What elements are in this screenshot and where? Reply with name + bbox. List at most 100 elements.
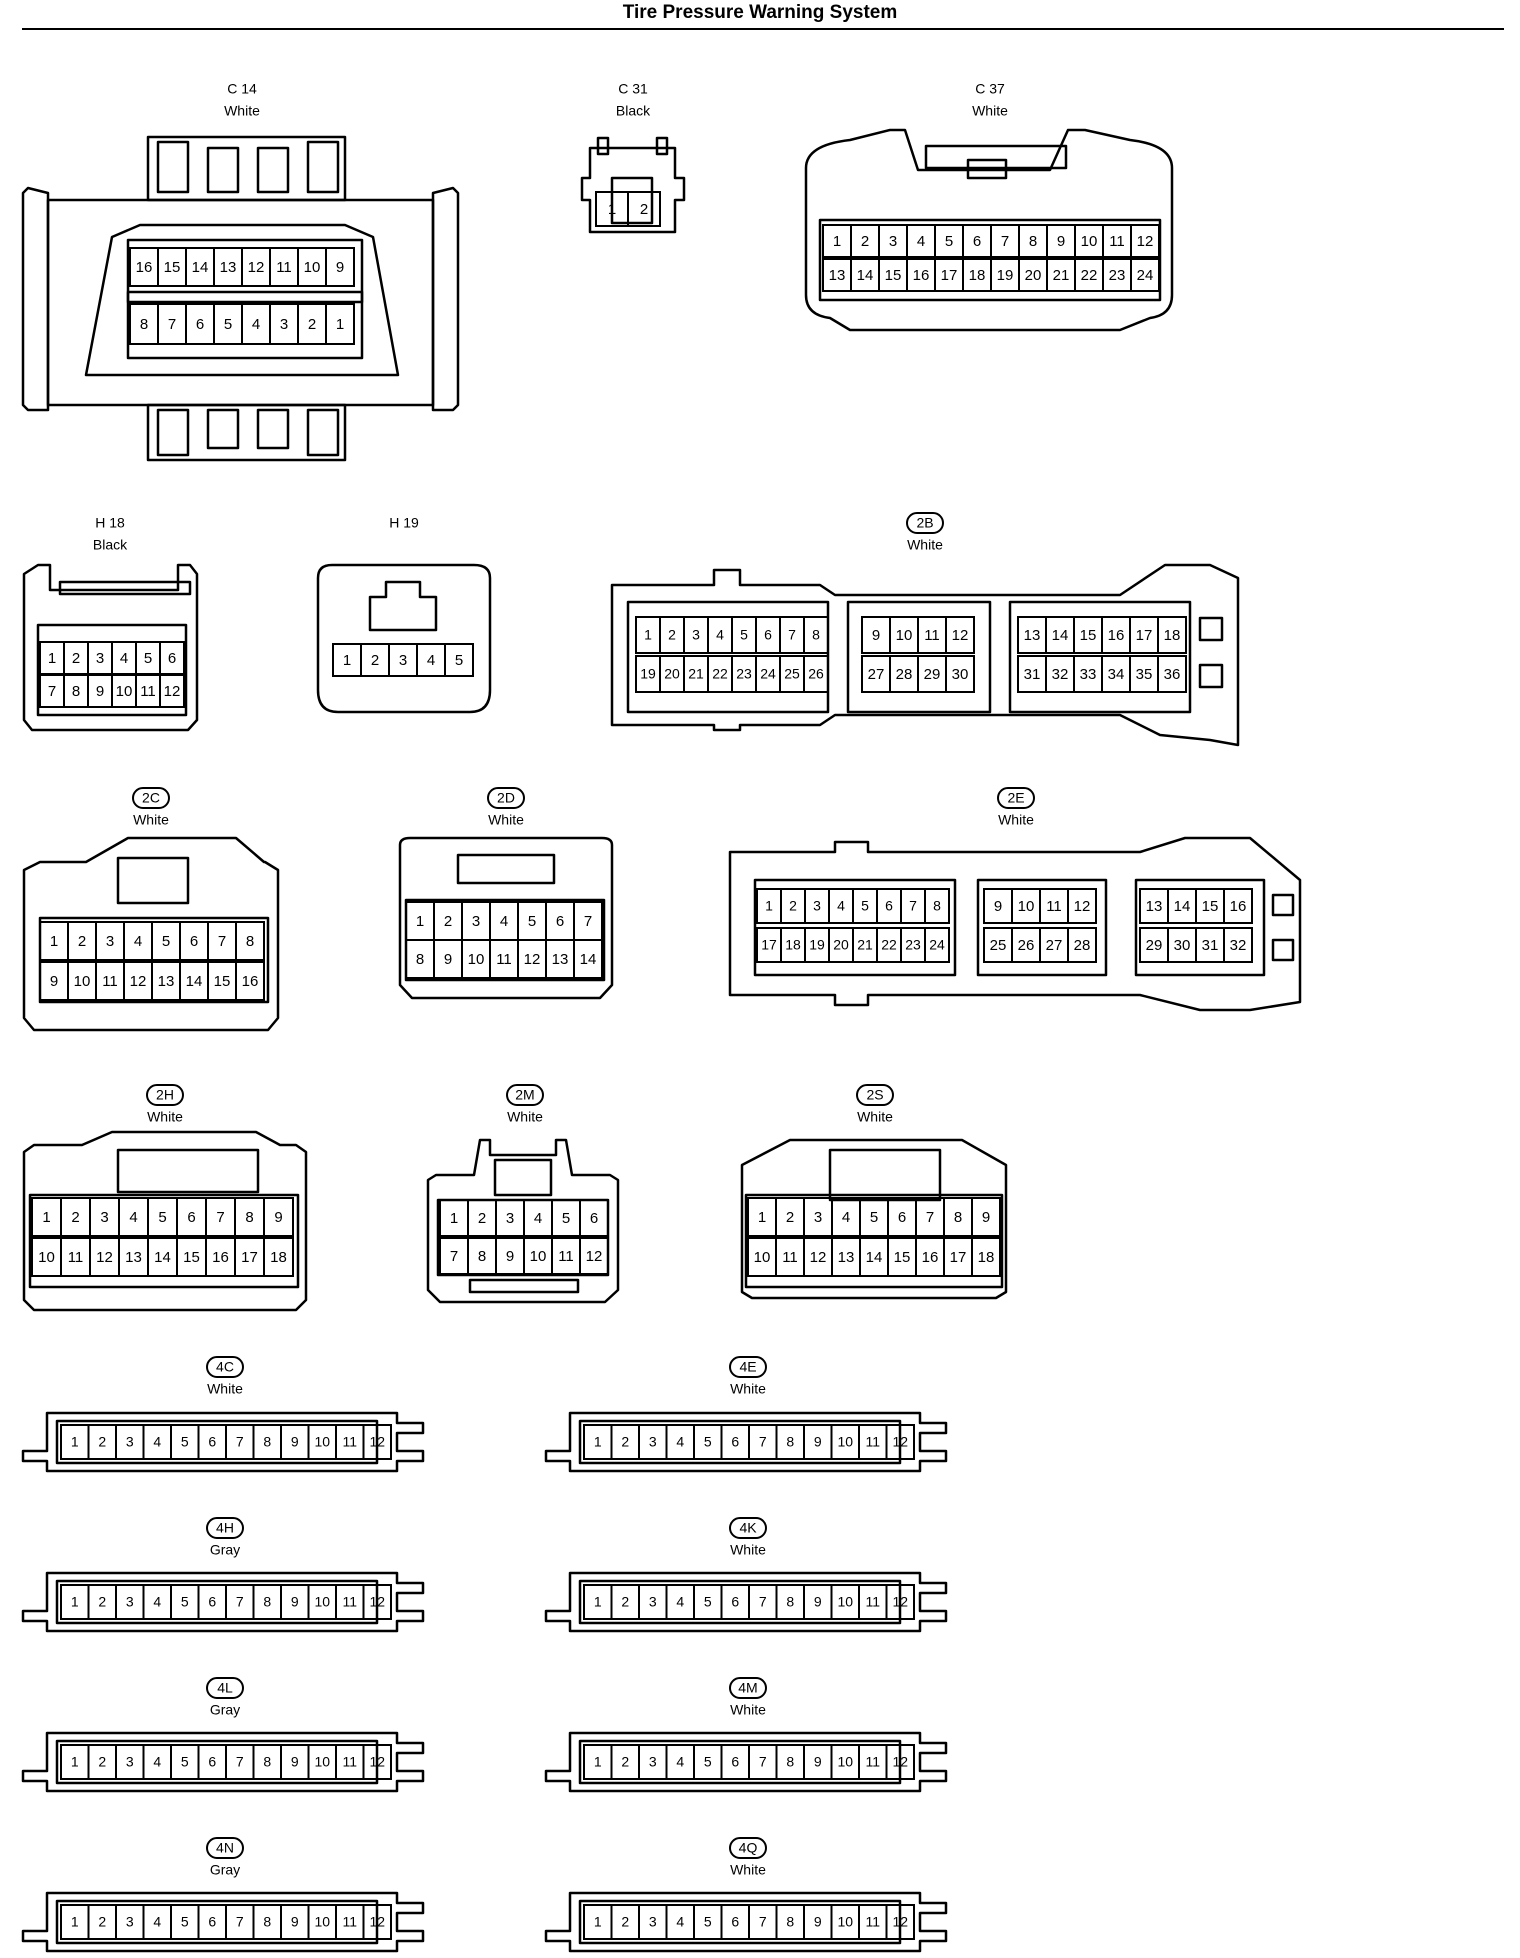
pin-number: 25 [990,937,1007,954]
pin-number: 2 [371,652,379,669]
pin-number: 9 [1057,233,1065,250]
pin-number: 4 [917,233,925,250]
pin-number: 3 [472,913,480,930]
c4n-insert [55,1899,379,1945]
pin-number: 5 [704,1594,712,1610]
pin-number: 9 [994,898,1002,915]
pin-number: 34 [1108,666,1125,683]
c14-top-latch [146,135,347,202]
c2b-key [1198,616,1224,642]
c2s-latch [828,1148,942,1202]
pin-number: 1 [336,316,344,333]
pin-number: 6 [731,1434,739,1450]
pin-number: 30 [1174,937,1191,954]
connector-color: White [730,1381,766,1397]
c4l-body [21,1731,425,1793]
pin-number: 7 [168,316,176,333]
pin-cell [263,1197,294,1237]
pin-number: 11 [1046,898,1062,915]
pin-number: 4 [534,1210,542,1227]
pin-number: 2 [98,1754,106,1770]
pin-number: 10 [837,1594,853,1610]
pin-number: 1 [71,1434,79,1450]
pin-number: 8 [263,1434,271,1450]
connector-badge [997,787,1035,809]
pin-number: 20 [833,937,849,953]
c2b-body [610,563,1240,747]
h18-insert [36,623,188,717]
pin-number: 7 [926,1209,934,1226]
pin-number: 9 [274,1209,282,1226]
pin-number: 12 [524,951,541,968]
pin-number: 9 [814,1434,822,1450]
c2e-group-frame [753,878,957,977]
connector-color: Gray [210,1862,240,1878]
pin-number: 12 [892,1434,908,1450]
pin-number: 13 [158,973,175,990]
connector-color: White [224,103,260,119]
pin-cell [235,961,265,1001]
c14-right-flange [431,186,460,412]
pin-number: 16 [212,1249,229,1266]
pin-number: 7 [788,627,796,643]
c2s-body [740,1138,1008,1300]
c37-body [804,128,1174,332]
pin-cell [579,1199,609,1237]
pin-number: 22 [712,666,728,682]
c4h-body [21,1571,425,1633]
c14-divider [126,290,364,304]
connector-color: Gray [210,1542,240,1558]
connector-code: 2C [142,790,160,806]
pin-number: 11 [1109,233,1125,250]
pin-number: 2 [621,1594,629,1610]
pin-number: 19 [997,267,1014,284]
pin-number: 31 [1202,937,1219,954]
pin-number: 9 [50,973,58,990]
connector-badge [206,1837,244,1859]
pin-cell [1067,888,1097,924]
pin-number: 8 [786,1434,794,1450]
c14-tab [206,146,240,194]
pin-cell [627,191,661,227]
pin-cell [971,1237,1001,1277]
pin-number: 5 [528,913,536,930]
pin-number: 9 [291,1914,299,1930]
pin-number: 10 [754,1249,771,1266]
pin-number: 5 [181,1914,189,1930]
c4m-insert [578,1739,902,1785]
pin-number: 11 [342,1914,357,1930]
pin-number: 27 [868,666,885,683]
pin-number: 26 [1018,937,1035,954]
pin-number: 14 [1052,627,1069,644]
pin-number: 3 [280,316,288,333]
pin-number: 15 [885,267,902,284]
connector-color: White [857,1109,893,1125]
c2e-body [728,836,1302,1012]
pin-number: 3 [126,1914,134,1930]
pin-number: 22 [1081,267,1098,284]
pin-number: 15 [164,259,181,276]
c4h-insert [55,1579,379,1625]
pin-number: 8 [812,627,820,643]
connector-color: White [907,537,943,553]
c2c-body [22,836,280,1032]
pin-number: 16 [922,1249,939,1266]
pin-number: 8 [72,683,80,700]
pin-number: 6 [196,316,204,333]
c4e-insert [578,1419,902,1465]
pin-number: 15 [214,973,231,990]
pin-cell [159,674,185,708]
pin-number: 11 [924,627,940,644]
pin-number: 10 [314,1594,330,1610]
pin-number: 6 [973,233,981,250]
